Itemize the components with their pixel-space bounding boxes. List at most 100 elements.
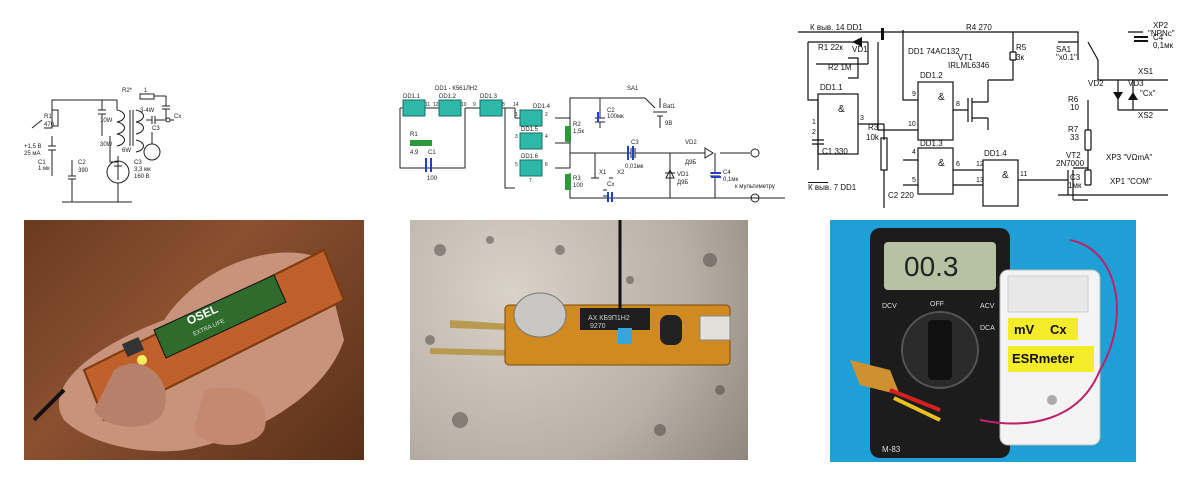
sr-vt2-type: 2N7000 [1056, 159, 1085, 168]
sl-r1: R1 [44, 114, 52, 120]
esr-button[interactable] [1047, 395, 1057, 405]
sr-r2: R2 1M [828, 63, 852, 72]
sr-c3-val: 1мк [1068, 181, 1082, 190]
sr-r5: R5 [1016, 43, 1027, 52]
sr-pin6: 6 [956, 161, 960, 168]
sr-pin11: 11 [1020, 171, 1027, 178]
sr-vd2: VD2 [1088, 79, 1104, 88]
sr-pin5: 5 [912, 177, 916, 184]
sm-chip-dd16 [519, 159, 543, 177]
label-esr [1008, 346, 1094, 372]
sm-c4-val: 0,1мк [723, 177, 738, 183]
photo-multimeter-drawing: 00.3 DCV ACV DCA OFF M-83 [850, 228, 1118, 458]
sm-pin12: 12 [433, 102, 439, 108]
sm-r3-label: R3 [573, 176, 581, 182]
sr-cx: "Cx" [1140, 89, 1156, 98]
label-mv-cx [1008, 318, 1078, 340]
sm-chip-dd11 [402, 99, 426, 117]
blue-capacitor [618, 328, 632, 344]
sm-pin7: 7 [529, 178, 532, 184]
sl-30w: 30W [100, 142, 113, 148]
photo-multimeter: 00.3 DCV ACV DCA OFF M-83 mV Cx ESRmeter [830, 220, 1136, 462]
dial-dcv: DCV [882, 303, 897, 310]
sm-cx: Cx [607, 182, 614, 188]
sl-r1-val: 470 [44, 122, 55, 128]
sm-x2: X2 [617, 170, 625, 176]
sr-pin14: К выв. 14 DD1 [810, 23, 863, 32]
sr-dd14: DD1.4 [984, 149, 1007, 158]
sl-10w: 10W [100, 118, 113, 124]
sm-c1-val: 100 [427, 176, 438, 182]
sm-c4: C4 [723, 170, 731, 176]
sr-xp3: XP3 "VΩmA" [1106, 153, 1153, 162]
sr-pin1: 1 [812, 119, 816, 126]
sr-c2: C2 220 [888, 191, 914, 200]
photo-hand-pcb-drawing: OSEL EXTRA LIFE [32, 248, 346, 452]
sm-dd11: DD1.1 [403, 94, 421, 100]
sr-r6: R6 [1068, 95, 1079, 104]
sl-34w: 3-4W [140, 108, 155, 114]
sr-c1: C1 330 [822, 147, 848, 156]
sr-xp2: XP2 [1153, 21, 1169, 30]
sr-pin3: 3 [860, 115, 864, 122]
sm-dd15: DD1.5 [521, 127, 539, 133]
sm-bat: Bat1 [663, 104, 676, 110]
esr-label-mv: mV [1014, 322, 1035, 337]
battery [153, 274, 287, 359]
sm-dd16: DD1.6 [521, 154, 539, 160]
schematic-left-drawing: R1 470 R2* 1 10W 3-4W 30W 6W C3 Cx C1 1 … [24, 88, 181, 203]
dial-acv: ACV [980, 303, 995, 310]
schematic-left: R1 470 R2* 1 10W 3-4W 30W 6W C3 Cx C1 1 … [22, 80, 192, 210]
sm-r1 [410, 140, 432, 146]
sm-vd2-type: Д9Б [685, 160, 696, 166]
sl-c2-val: 390 [78, 168, 89, 174]
sm-r1-val: 4,9 [410, 150, 419, 156]
photo-probe-drawing: АХ КБ9П1Н2 9270 [425, 220, 731, 436]
chip-text2: 9270 [590, 323, 606, 330]
sl-r2: R2* [122, 88, 133, 94]
sm-sa1: SA1 [627, 86, 639, 92]
sr-r3-val: 10k [866, 133, 880, 142]
sm-meter: к мультиметру [735, 184, 775, 190]
sm-c3: C3 [631, 140, 639, 146]
sl-c2: C2 [78, 160, 86, 166]
sr-r3: R3 [868, 123, 879, 132]
sr-ic: DD1 74AC132 [908, 47, 960, 56]
schematic-right: К выв. 14 DD1 К выв. 7 DD1 R1 22к R2 1M … [788, 20, 1188, 208]
sr-pin4: 4 [912, 149, 916, 156]
sm-pin10: 10 [461, 102, 467, 108]
sm-vd2: VD2 [685, 140, 697, 146]
sr-pin2: 2 [812, 129, 816, 136]
sr-sa1-name: "x0.1" [1056, 53, 1077, 62]
trimmer-pot [513, 292, 567, 338]
sm-chip-dd12 [438, 99, 462, 117]
sl-supply2: 25 мА [24, 151, 40, 157]
sm-pin6: 6 [545, 162, 548, 168]
schematic-right-drawing: К выв. 14 DD1 К выв. 7 DD1 R1 22к R2 1M … [798, 21, 1175, 208]
sr-dd12: DD1.2 [920, 71, 943, 80]
sm-bat-v: 9В [665, 121, 672, 127]
ic-chip [580, 308, 650, 330]
sr-pin7: К выв. 7 DD1 [808, 183, 857, 192]
sm-chip-dd13 [479, 99, 503, 117]
sm-chip-dd14 [519, 109, 543, 127]
sl-supply1: +1,5 В [24, 144, 42, 150]
chip-text1: АХ КБ9П1Н2 [588, 315, 630, 322]
sm-dd14: DD1.4 [533, 104, 551, 110]
sr-vt1-type: IRLML6346 [948, 61, 990, 70]
sm-r2-label: R2 [573, 122, 581, 128]
sr-r5-val: 3к [1016, 53, 1024, 62]
sr-and4: & [1002, 170, 1009, 181]
sr-c4-val: 0,1мк [1153, 41, 1174, 50]
sr-xp2-name: "NPNc" [1148, 29, 1175, 38]
sm-pin4: 4 [545, 134, 548, 140]
photo-hand-pcb: OSEL EXTRA LIFE [24, 220, 364, 460]
sm-chip-dd15 [519, 132, 543, 150]
sm-ic: DD1 - К561ЛН2 [435, 86, 478, 92]
sr-c3: C3 [1070, 173, 1081, 182]
sr-r1: R1 22к [818, 43, 843, 52]
sm-vd1-type: Д9Б [677, 180, 688, 186]
sr-xs1: XS1 [1138, 67, 1154, 76]
sm-pin3: 3 [515, 134, 518, 140]
sm-c2: C2 [607, 108, 615, 114]
